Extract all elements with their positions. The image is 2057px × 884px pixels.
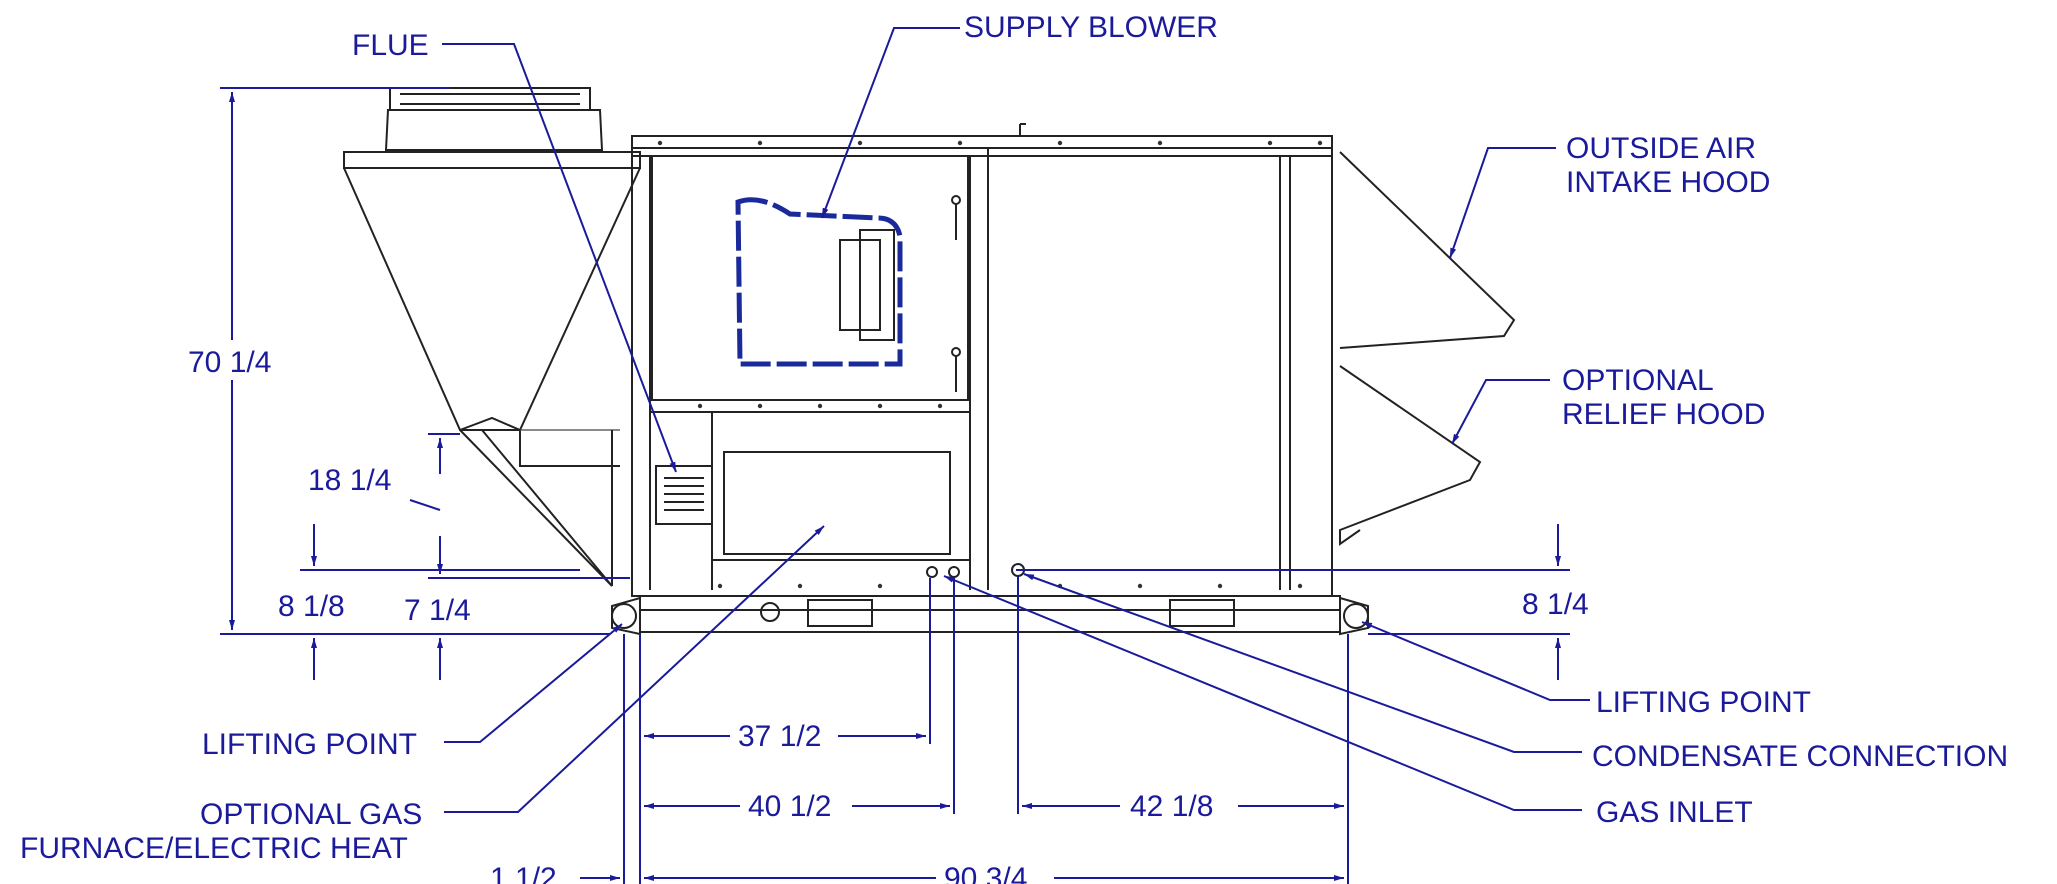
callout-leaders [442, 27, 1590, 813]
blower-access-panel [651, 155, 969, 401]
callout-gas-inlet: GAS INLET [1596, 796, 1753, 829]
callout-furnace-line2: FURNACE/ELECTRIC HEAT [20, 832, 408, 865]
dimension-7-1-4: 7 1/4 [404, 594, 471, 627]
dimension-8-1-8: 8 1/8 [278, 590, 345, 623]
heat-section-panel [723, 451, 951, 555]
dimension-height-total: 70 1/4 [188, 346, 271, 379]
dimension-8-1-4: 8 1/4 [1522, 588, 1589, 621]
outside-air-intake-hood-shape [1339, 151, 1516, 349]
dimension-flue-height: 18 1/4 [308, 464, 391, 497]
dimension-40-1-2: 40 1/2 [748, 790, 831, 823]
callout-flue: FLUE [352, 29, 429, 62]
callout-outside-air-line1: OUTSIDE AIR [1566, 132, 1756, 165]
callout-relief-line2: RELIEF HOOD [1562, 398, 1765, 431]
callout-condensate-connection: CONDENSATE CONNECTION [1592, 740, 2008, 773]
lifting-lug-left [611, 603, 637, 629]
bolt-dots [657, 140, 1323, 589]
dimension-lines [220, 87, 1570, 884]
flue-box [655, 465, 713, 525]
dimension-42-1-8: 42 1/8 [1130, 790, 1213, 823]
callout-furnace-line1: OPTIONAL GAS [200, 798, 422, 831]
supply-blower-shape [735, 197, 903, 367]
callout-lifting-point-left: LIFTING POINT [202, 728, 417, 761]
flue-hood [343, 87, 641, 587]
dimension-37-1-2: 37 1/2 [738, 720, 821, 753]
dimension-90-3-4: 90 3/4 [944, 862, 1027, 884]
dimension-1-1-2: 1 1/2 [490, 862, 557, 884]
callout-supply-blower: SUPPLY BLOWER [964, 11, 1218, 44]
callout-lifting-point-right: LIFTING POINT [1596, 686, 1811, 719]
callout-outside-air-line2: INTAKE HOOD [1566, 166, 1770, 199]
lifting-lug-right [1343, 603, 1369, 629]
callout-relief-line1: OPTIONAL [1562, 364, 1714, 397]
unit-body [611, 123, 1369, 636]
relief-hood-shape [1339, 365, 1482, 546]
